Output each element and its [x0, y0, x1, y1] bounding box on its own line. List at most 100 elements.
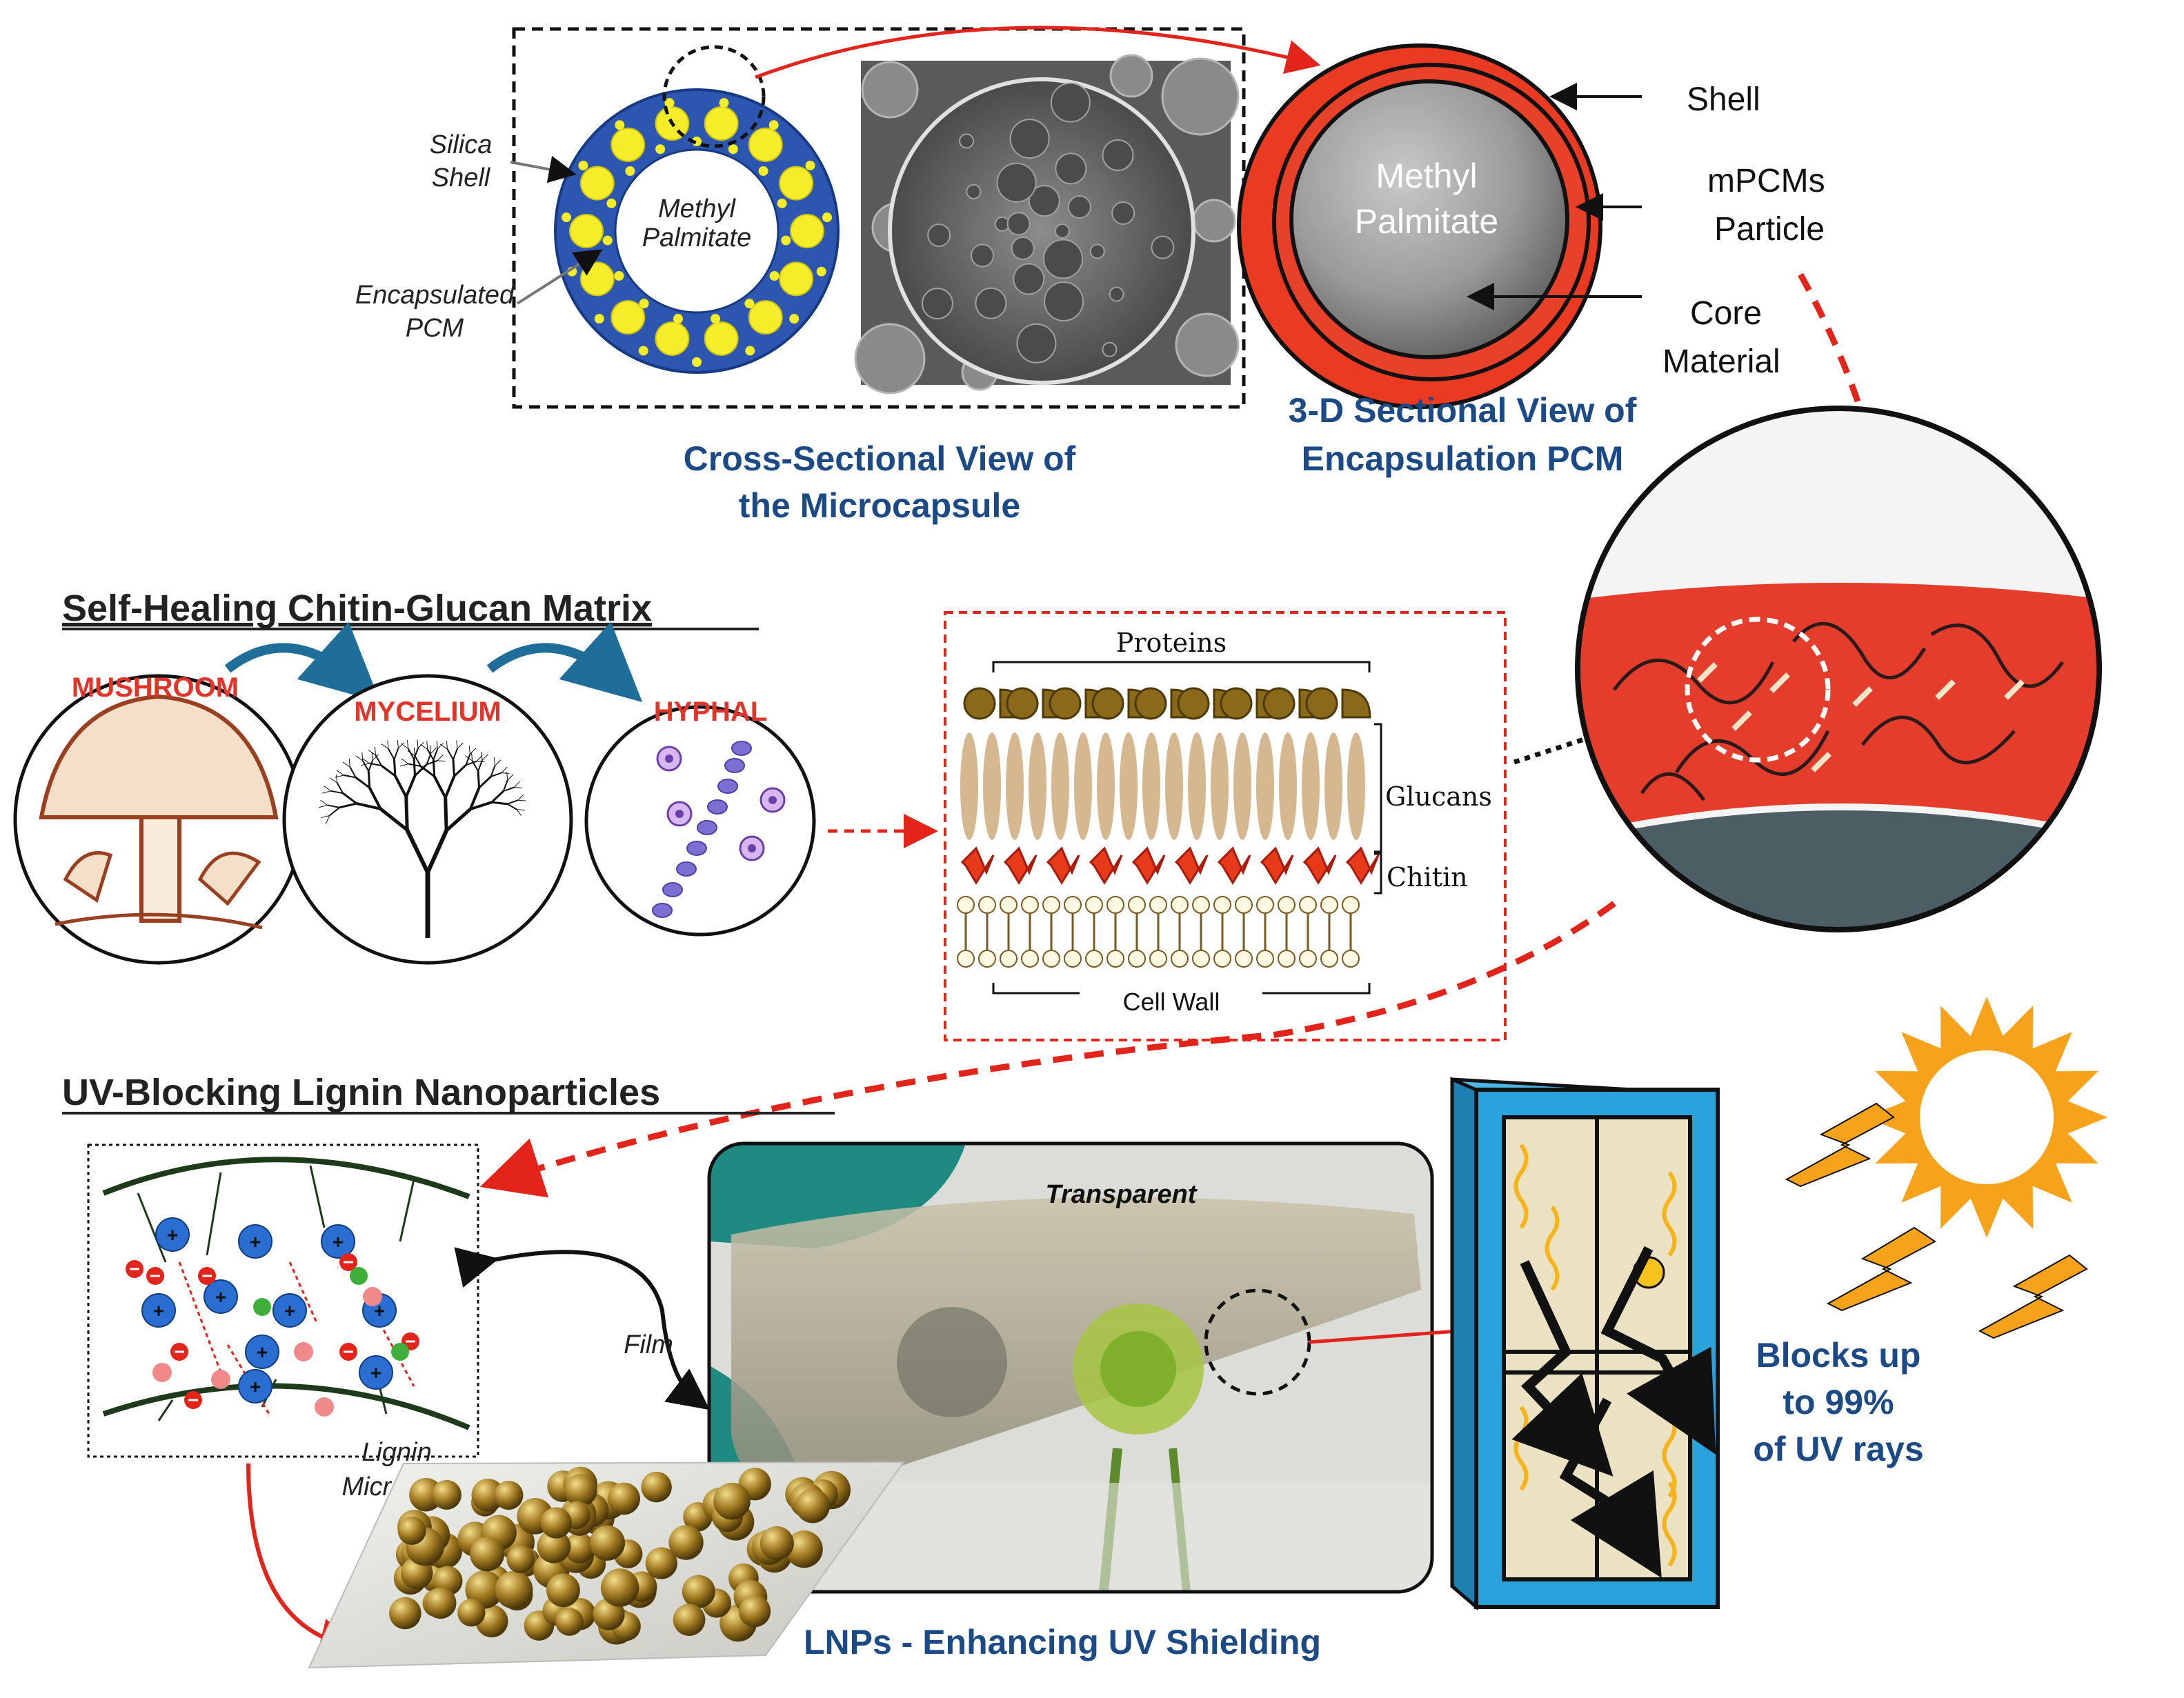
zoom-dotted-circle — [662, 45, 766, 148]
plus-sign: + — [374, 1300, 385, 1321]
film-photo: Transparent — [707, 1141, 1434, 1594]
glucans-bracket — [1374, 723, 1382, 853]
mycelium-branch — [360, 763, 370, 766]
mycelium-branch — [355, 755, 364, 761]
mycelium-branch — [401, 759, 409, 765]
lignin-nanoparticle — [608, 1482, 640, 1515]
lipid-head — [1278, 950, 1295, 968]
pcm-small-droplet — [615, 120, 625, 130]
glucan-fiber — [1029, 732, 1046, 840]
uv-bolt-icons — [1785, 1102, 2088, 1339]
green-ion — [350, 1267, 368, 1285]
lignin-ions: ++++++++++ — [126, 1165, 419, 1421]
mycelium-branch — [465, 754, 471, 766]
chitin-cluster — [1345, 846, 1380, 885]
pcm-small-droplet — [728, 144, 738, 154]
lipid-head — [1192, 950, 1210, 968]
uv-bolt-3 — [1978, 1254, 2088, 1339]
mycelium-branch — [477, 771, 481, 788]
cation — [359, 1355, 393, 1390]
mycelium-branch — [381, 743, 389, 750]
mycelium-branch — [413, 748, 419, 759]
chitin-cluster — [1217, 846, 1251, 885]
pcm-particle — [1731, 710, 1752, 731]
hyphae-chain — [652, 741, 786, 918]
lignin-nanoparticle — [540, 1507, 572, 1539]
lipid-head — [1149, 896, 1167, 914]
protein-row — [963, 687, 1371, 720]
mycelium-branch — [381, 764, 396, 777]
sphere-caption-2: Encapsulation PCM — [1302, 439, 1624, 478]
mycelium-branch — [478, 775, 492, 789]
sem-pore — [1009, 119, 1050, 159]
protein-wedge — [1341, 688, 1371, 719]
proteins-bracket — [992, 661, 1371, 672]
lipid-head — [1021, 950, 1039, 968]
mycelium-branch — [372, 754, 379, 761]
sem-pore — [1111, 201, 1135, 226]
proteins-label: Proteins — [1116, 628, 1227, 658]
lignin-nanoparticle — [555, 1608, 584, 1636]
core-circle — [614, 148, 780, 314]
hypha-cell — [686, 841, 707, 856]
chitin-cluster — [1260, 846, 1294, 885]
sem-pore — [1016, 323, 1057, 363]
sem-pore — [1055, 152, 1087, 185]
hypha-cell — [652, 903, 673, 918]
mycelium-branch — [468, 746, 470, 755]
mycelium-branch — [348, 759, 350, 768]
mycelium-branch — [446, 748, 454, 760]
pcm-small-droplet — [777, 198, 787, 208]
lignin-nanoparticle — [564, 1532, 595, 1564]
spore-core — [768, 796, 777, 804]
pcm-small-droplet — [805, 161, 815, 170]
mycelium-branch — [401, 743, 408, 749]
pcm-particle — [1697, 662, 1718, 683]
mycelium-branch — [470, 801, 493, 811]
cation — [238, 1369, 272, 1404]
mycelium-branch — [507, 774, 514, 781]
sphere-caption-1: 3-D Sectional View of — [1289, 391, 1637, 430]
pcm-small-droplet — [673, 314, 683, 324]
mycelium-branch — [420, 744, 428, 750]
sem-pore — [1050, 82, 1091, 123]
mycelium-branch — [452, 759, 455, 777]
pcm-droplet — [779, 166, 814, 201]
sem-pore — [1102, 139, 1134, 171]
zoom-to-lignin-arrow — [479, 901, 1616, 1198]
mycelium-branch — [507, 799, 519, 805]
lignin-nanoparticle — [795, 1488, 831, 1524]
sem-pore — [1006, 212, 1031, 236]
lipid-head — [1000, 896, 1017, 914]
lipid-head — [1213, 896, 1231, 914]
network-link — [399, 1179, 415, 1242]
lignin-nanoparticle — [389, 1597, 421, 1630]
mycelium-branch — [319, 804, 328, 808]
pcm-small-droplet — [638, 346, 648, 356]
pcm-small-droplet — [655, 144, 666, 154]
uv-blocking-heading: UV-Blocking Lignin Nanoparticles — [62, 1072, 660, 1113]
neutral-ion — [152, 1363, 172, 1382]
silica-pointer — [510, 155, 577, 183]
particle-label-2: Particle — [1714, 211, 1825, 248]
chitin-bracket — [1374, 852, 1382, 895]
lipid-head — [1213, 950, 1231, 968]
mycelium-branch — [468, 787, 481, 810]
pcm-small-droplet — [745, 346, 755, 356]
pcm-particle — [1811, 752, 1831, 772]
pcm-droplet — [779, 261, 814, 297]
cation — [141, 1293, 176, 1328]
particle-label-1: mPCMs — [1707, 163, 1825, 199]
mycelium-branch — [495, 759, 502, 766]
heat-wave — [1662, 1171, 1677, 1257]
mycelium-to-hyphal-arrow — [486, 621, 643, 703]
mycelium-branch — [413, 747, 415, 756]
transparent-label: Transparent — [1046, 1180, 1198, 1209]
pcm-small-droplet — [769, 271, 780, 281]
uv-window — [1450, 1077, 1720, 1611]
mycelium-branch — [470, 748, 477, 755]
mycelium-branch — [349, 766, 357, 778]
mycelium-branch — [437, 743, 444, 750]
heat-wave — [1513, 1143, 1529, 1229]
mycelium-branch — [444, 775, 456, 799]
